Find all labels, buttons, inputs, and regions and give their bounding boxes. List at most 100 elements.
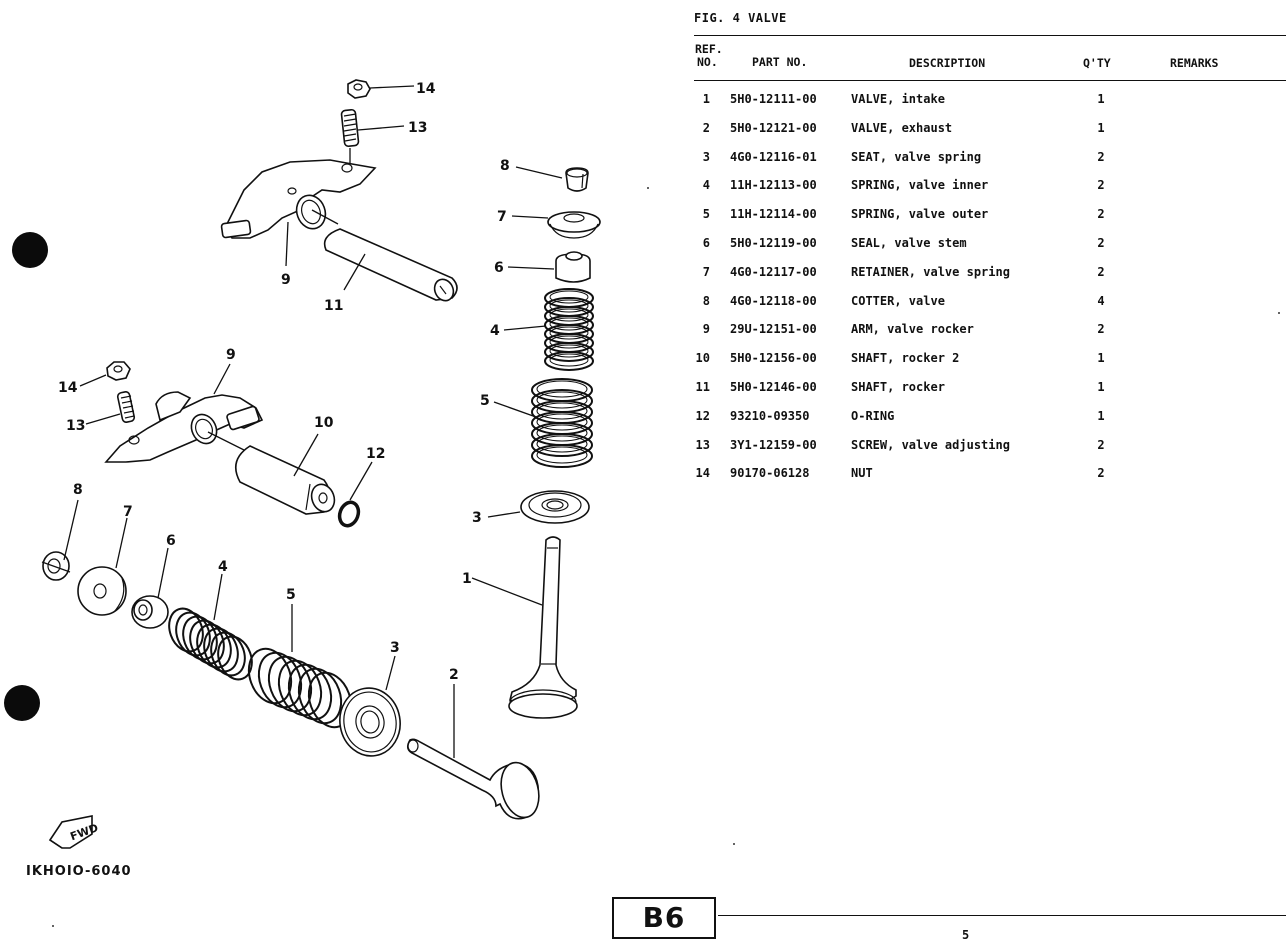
part-number: 93210-09350 bbox=[730, 408, 810, 423]
callout-label: 7 bbox=[497, 209, 507, 225]
callout-label: 3 bbox=[472, 510, 482, 526]
rocker-shaft-2-part bbox=[207, 431, 336, 515]
callout-label: 4 bbox=[490, 323, 500, 339]
quantity: 2 bbox=[1097, 264, 1105, 279]
part-number: 5H0-12111-00 bbox=[730, 92, 817, 106]
part-description: COTTER, valve bbox=[851, 293, 945, 308]
inner-spring-part bbox=[544, 288, 594, 371]
quantity: 2 bbox=[1097, 235, 1105, 250]
binding-hole bbox=[4, 685, 40, 721]
callout-label: 6 bbox=[494, 260, 504, 276]
callout-label: 4 bbox=[218, 559, 228, 575]
cotter-part bbox=[565, 167, 589, 192]
ref-number: 5 bbox=[702, 207, 710, 222]
callout-label: 8 bbox=[73, 482, 83, 498]
adjusting-screw-part bbox=[340, 108, 360, 166]
callout-label: 7 bbox=[123, 504, 133, 520]
ref-number: 4 bbox=[702, 178, 710, 193]
cotter-part bbox=[41, 551, 71, 581]
spring-seat-part bbox=[339, 687, 401, 757]
diagram-code: IKHOIO-6040 bbox=[26, 864, 132, 879]
callout-label: 11 bbox=[324, 298, 343, 314]
part-number: 4G0-12116-01 bbox=[730, 149, 817, 164]
callout-label: 13 bbox=[66, 418, 85, 434]
part-description: SEAL, valve stem bbox=[851, 235, 967, 250]
quantity: 2 bbox=[1097, 322, 1105, 337]
ref-number: 2 bbox=[702, 120, 710, 135]
part-description: SHAFT, rocker bbox=[851, 379, 945, 394]
scan-speck bbox=[733, 843, 735, 845]
part-number: 11H-12114-00 bbox=[730, 207, 817, 222]
retainer-part bbox=[547, 211, 601, 239]
figure-title: FIG. 4 VALVE bbox=[694, 11, 787, 25]
quantity: 2 bbox=[1097, 207, 1105, 222]
spring-seat-part bbox=[520, 490, 590, 524]
valve-stem-seal-part bbox=[555, 251, 591, 283]
callout-label: 14 bbox=[58, 380, 78, 396]
part-number: 5H0-12119-00 bbox=[730, 235, 817, 250]
scan-speck bbox=[647, 187, 649, 189]
table-top-rule bbox=[694, 35, 1286, 36]
outer-spring-part bbox=[531, 378, 593, 468]
scan-speck bbox=[52, 925, 54, 927]
part-number: 5H0-12146-00 bbox=[730, 379, 817, 394]
part-description: NUT bbox=[851, 466, 873, 481]
callout-label: 10 bbox=[314, 415, 334, 431]
part-number: 4G0-12118-00 bbox=[730, 293, 817, 308]
callout-label: 2 bbox=[449, 667, 459, 683]
part-number: 11H-12113-00 bbox=[730, 178, 817, 193]
inner-spring-part bbox=[168, 607, 253, 681]
exploded-view-diagram: 14 13 9 11 8 7 bbox=[41, 79, 601, 820]
o-ring-part bbox=[337, 500, 361, 528]
quantity: 1 bbox=[1097, 92, 1105, 106]
quantity: 2 bbox=[1097, 437, 1105, 452]
part-number: 29U-12151-00 bbox=[730, 322, 817, 337]
part-description: VALVE, exhaust bbox=[851, 120, 953, 135]
quantity: 2 bbox=[1097, 149, 1105, 164]
quantity: 1 bbox=[1097, 351, 1105, 366]
quantity: 1 bbox=[1097, 408, 1105, 423]
quantity: 2 bbox=[1097, 178, 1105, 193]
callout-label: 13 bbox=[408, 120, 427, 136]
callout-label: 1 bbox=[462, 571, 472, 587]
callout-label: 12 bbox=[366, 446, 385, 462]
callout-label: 5 bbox=[480, 393, 490, 409]
callout-label: 9 bbox=[281, 272, 291, 288]
part-description: O-RING bbox=[851, 408, 895, 423]
header-ref-no: REF. bbox=[695, 42, 723, 56]
ref-number: 1 bbox=[702, 92, 710, 106]
table-header-rule bbox=[694, 80, 1286, 81]
header-description: DESCRIPTION bbox=[909, 56, 986, 70]
header-quantity: Q'TY bbox=[1083, 56, 1111, 70]
nut-part bbox=[106, 361, 131, 381]
callout-label: 6 bbox=[166, 533, 176, 549]
part-number: 5H0-12156-00 bbox=[730, 351, 817, 366]
ref-number: 10 bbox=[695, 351, 710, 366]
part-description: SPRING, valve outer bbox=[851, 207, 989, 222]
adjusting-screw-part bbox=[116, 391, 136, 423]
table-row: 5 11H-12114-00 SPRING, valve outer 2 bbox=[690, 205, 1286, 234]
header-part-no: PART NO. bbox=[752, 55, 808, 69]
intake-valve-part bbox=[508, 536, 578, 719]
part-description: RETAINER, valve spring bbox=[851, 264, 1010, 279]
callout-label: 8 bbox=[500, 158, 510, 174]
header-remarks: REMARKS bbox=[1170, 56, 1219, 70]
quantity: 1 bbox=[1097, 120, 1105, 135]
header-ref-no: NO. bbox=[697, 55, 718, 69]
part-description: SEAT, valve spring bbox=[851, 149, 982, 164]
part-description: SCREW, valve adjusting bbox=[851, 437, 1010, 452]
quantity: 2 bbox=[1097, 466, 1105, 481]
retainer-part bbox=[77, 566, 127, 616]
